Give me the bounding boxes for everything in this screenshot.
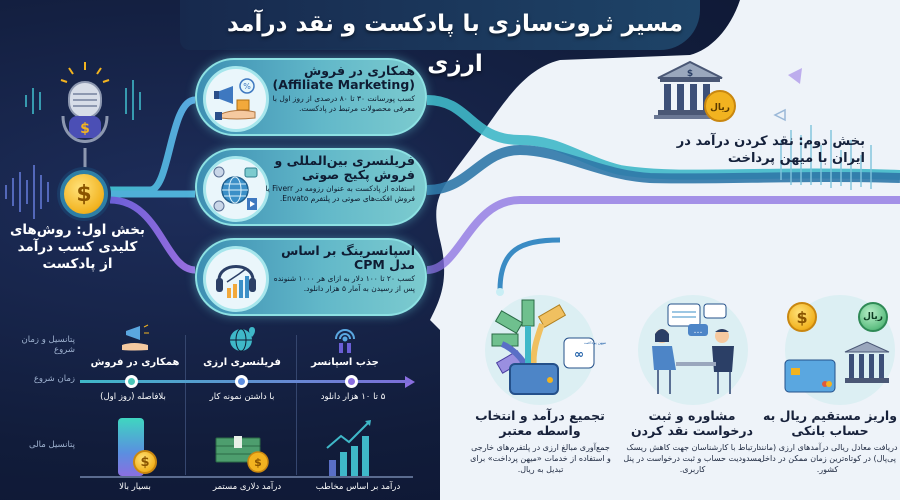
svg-text:$: $ [687,69,693,79]
method-card-affiliate: % همکاری در فروش (Affiliate Marketing) ک… [195,58,427,136]
timeline-dot [125,375,138,388]
svg-text:∞: ∞ [574,347,584,361]
globe-network-icon [203,156,269,222]
title-banner [180,0,700,50]
method-title: اسپانسرینگ بر اساس مدل CPM [281,243,415,272]
timeline-dot [345,375,358,388]
method-description: کسب پورسانت ۳۰ تا ۸۰ درصدی از روز اول با… [272,94,415,113]
column-potential: درآمد بر اساس مخاطب [315,482,401,492]
bank-card-icon [784,341,890,393]
arrow-right-icon [405,376,415,388]
dollar-coin-icon: $ [787,302,817,332]
dollar-coin-icon: $ [133,450,157,474]
column-start-time: بلافاصله (روز اول) [100,392,166,402]
column-heading: همکاری در فروش [90,357,180,368]
column-heading: فریلنسری ارزی [203,357,281,368]
method-description: کسب ۲۰ تا ۱۰۰ دلار به ازای هر ۱۰۰۰ شنوند… [273,274,415,293]
svg-text:ریال: ریال [710,103,730,113]
column-divider [185,335,186,475]
row-label-financial-potential: پتانسیل مالی [29,440,75,450]
step-title: مشاوره و ثبت درخواست نقد کردن [630,408,753,438]
section2-heading: بخش دوم: نقد کردن درآمد در ایران با میهن… [676,134,865,166]
globe-pin-icon [230,327,255,352]
step-title: تجمیع درآمد و انتخاب واسطه معتبر [475,408,605,438]
row-label-potential-start: پتانسیل و زمان شروع [21,335,75,355]
section1-heading: بخش اول: روش‌های کلیدی کسب درآمد از پادک… [9,222,145,272]
timeline-dot [235,375,248,388]
bank-rial-icon: $ ریال [650,58,740,132]
money-stack-icon: $ [215,436,269,473]
method-card-freelance: فریلنسری بین‌المللی و فروش پکیج صوتی است… [195,148,427,226]
method-card-sponsorship: اسپانسرینگ بر اساس مدل CPM کسب ۲۰ تا ۱۰۰… [195,238,427,316]
column-divider [296,335,297,475]
svg-text:%: % [243,82,251,91]
step-description: ارتباط با کارشناسان جهت کاهش ریسک مسدودی… [623,443,762,474]
svg-text:…: … [694,326,703,336]
method-title: فریلنسری بین‌المللی و فروش پکیج صوتی [274,153,415,182]
column-potential: درآمد دلاری مستمر [212,482,282,492]
sponsor-broadcast-icon [335,329,355,353]
svg-text:$: $ [80,121,90,137]
column-start-time: ۵ تا ۱۰ هزار دانلود [320,392,386,402]
method-description: استفاده از پادکست به عنوان رزومه در Five… [265,184,415,203]
method-subtitle: (Affiliate Marketing) [272,77,415,92]
svg-text:$: $ [254,456,262,469]
potential-axis [80,476,413,478]
row-label-start-time: زمان شروع [33,374,75,384]
column-heading: جذب اسپانسر [311,357,379,368]
column-start-time: با داشتن نمونه کار [209,392,275,402]
step-description: جمع‌آوری مبالغ ارزی در پلتفرم‌های خارجی … [470,443,611,474]
megaphone-hand-icon [122,324,149,351]
consultation-meeting-icon: … [652,303,734,394]
dollar-coin-icon: $ [60,170,108,218]
method-title: همکاری در فروش [304,63,415,78]
wallet-money-icon: ∞ [491,299,595,395]
page-title: مسیر ثروت‌سازی با پادکست و نقد درآمد ارز… [226,11,683,77]
mihan-pardakht-logo-text: میهن پرداخت [583,340,607,345]
step-title: واریز مستقیم ریال به حساب بانکی [763,408,897,438]
step-description: دریافت معادل ریالی درآمدهای ارزی (مانند … [757,443,898,474]
growth-chart-icon [326,420,371,476]
megaphone-hand-icon: % [203,66,269,132]
rial-coin-icon: ریال [858,302,888,332]
microphone-dollar-icon: $ [55,60,115,174]
headphones-chart-icon [203,246,269,312]
column-potential: بسیار بالا [119,482,151,492]
